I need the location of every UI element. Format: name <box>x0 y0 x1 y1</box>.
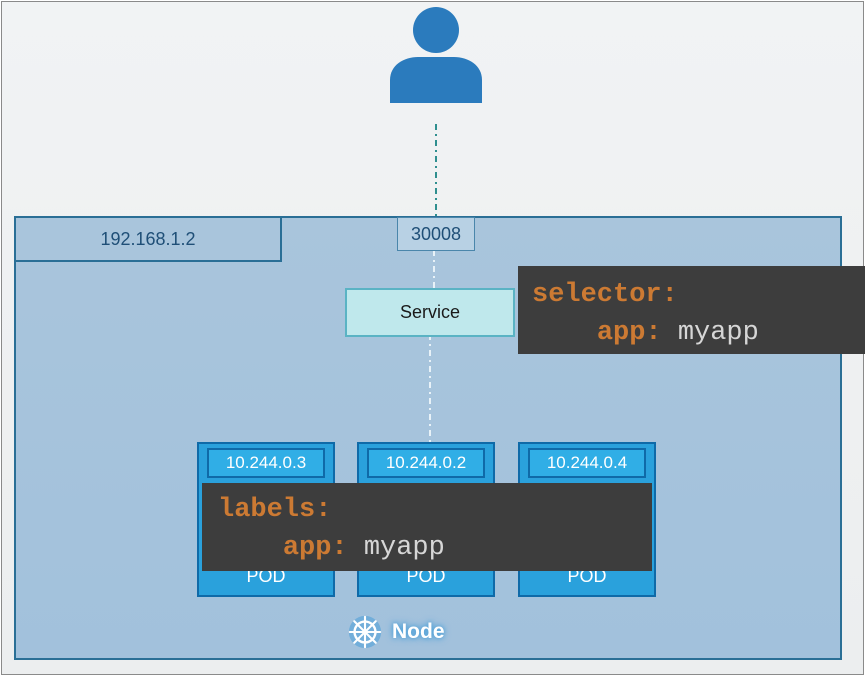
selector-key: selector: <box>532 280 678 310</box>
labels-code-box: labels: app: myapp <box>202 483 652 571</box>
pod-ip: 10.244.0.4 <box>528 448 646 478</box>
selector-app-value: myapp <box>677 318 759 348</box>
service-box: Service <box>345 288 515 337</box>
labels-key: labels: <box>218 495 332 525</box>
pod-label: POD <box>406 566 446 586</box>
selector-app-key: app: <box>596 318 662 348</box>
pod-ip: 10.244.0.3 <box>207 448 325 478</box>
labels-app-key: app: <box>282 533 348 563</box>
kubernetes-wheel-icon <box>348 615 382 649</box>
labels-app-value: myapp <box>363 533 445 563</box>
pod-label: POD <box>246 566 286 586</box>
pod-label: POD <box>567 566 607 586</box>
node-port-box: 30008 <box>397 217 475 251</box>
node-ip-label: 192.168.1.2 <box>14 216 282 262</box>
node-label-text: Node <box>392 620 445 643</box>
selector-code-box: selector: app: myapp <box>518 266 865 354</box>
node-label: Node <box>346 614 445 650</box>
user-icon <box>390 7 482 103</box>
pod-ip: 10.244.0.2 <box>367 448 485 478</box>
